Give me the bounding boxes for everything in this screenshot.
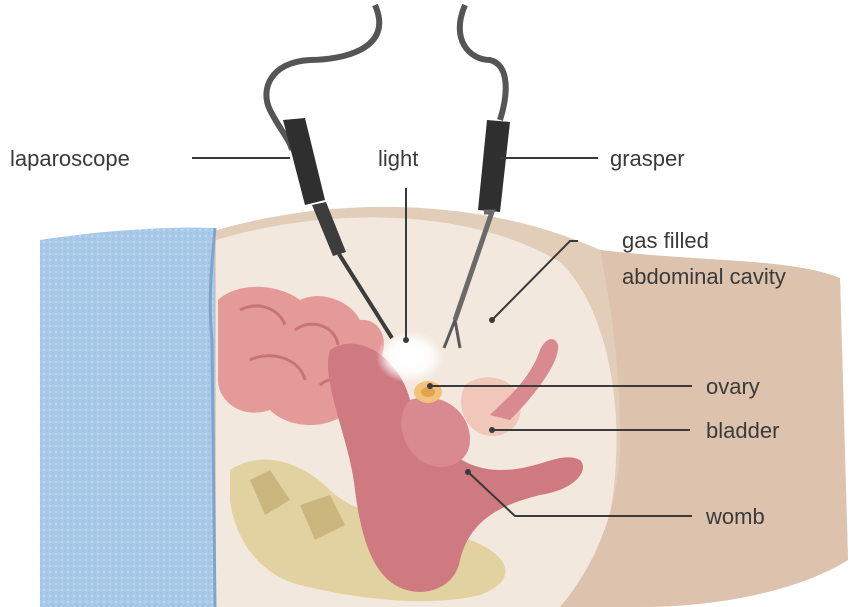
label-laparoscope: laparoscope <box>10 146 130 171</box>
label-abdominal-cavity: abdominal cavity <box>622 264 786 289</box>
label-light: light <box>378 146 418 171</box>
surgical-drape <box>40 228 215 607</box>
label-womb: womb <box>705 504 765 529</box>
label-grasper: grasper <box>610 146 685 171</box>
light-glow <box>376 331 444 383</box>
ovary-leader-dot <box>427 383 433 389</box>
bladder-leader-dot <box>489 427 495 433</box>
label-ovary: ovary <box>706 374 760 399</box>
light-leader-dot <box>403 337 409 343</box>
gas-leader-dot <box>489 317 495 323</box>
womb-leader-dot <box>465 469 471 475</box>
label-gas-filled: gas filled <box>622 228 709 253</box>
label-bladder: bladder <box>706 418 779 443</box>
